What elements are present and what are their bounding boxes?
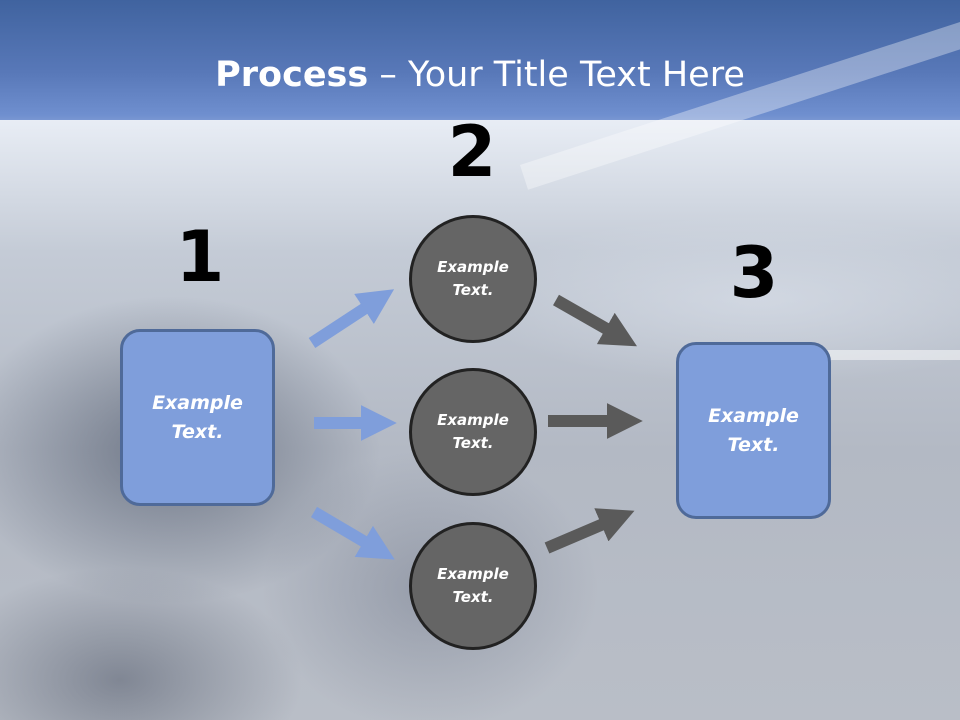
circle-3-line-1: Example <box>437 565 509 583</box>
background-highlight-2 <box>820 350 960 360</box>
process-circle-2: Example Text. <box>409 368 537 496</box>
arrow-from-circle-1 <box>553 294 638 347</box>
circle-2-line-1: Example <box>437 411 509 429</box>
circle-1-line-2: Text. <box>452 281 494 299</box>
circle-3-line-2: Text. <box>452 588 494 606</box>
circle-1-line-1: Example <box>437 258 509 276</box>
input-box-line-1: Example <box>152 391 243 414</box>
input-box: Example Text. <box>120 329 275 506</box>
title-bold: Process <box>215 55 369 95</box>
arrow-to-circle-3 <box>310 506 395 560</box>
process-circle-1: Example Text. <box>409 215 537 343</box>
step-number-2: 2 <box>447 111 497 193</box>
step-number-1: 1 <box>175 216 225 298</box>
circle-2-line-2: Text. <box>452 434 494 452</box>
output-box-line-1: Example <box>708 404 799 427</box>
arrow-from-circle-3 <box>544 508 635 554</box>
input-box-line-2: Text. <box>171 420 224 443</box>
step-number-3: 3 <box>729 232 779 314</box>
output-box: Example Text. <box>676 342 831 519</box>
title-rest: – Your Title Text Here <box>368 55 745 95</box>
process-circle-3: Example Text. <box>409 522 537 650</box>
slide-title: Process – Your Title Text Here <box>0 55 960 95</box>
output-box-line-2: Text. <box>727 433 780 456</box>
arrow-to-circle-1 <box>308 289 395 349</box>
